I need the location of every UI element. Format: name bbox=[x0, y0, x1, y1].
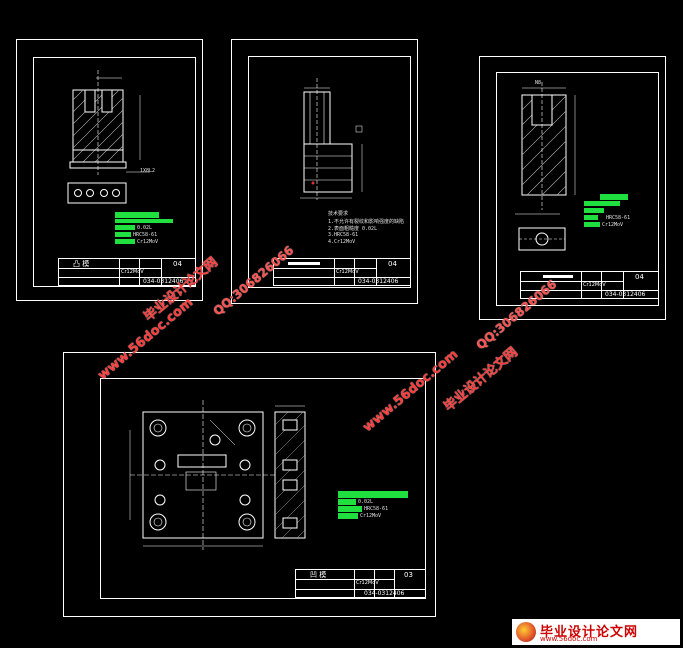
sheet-1-material: Cr12MoV bbox=[121, 269, 144, 275]
sheet-4-highlight-3 bbox=[338, 506, 362, 512]
sheet-1-dimension: 1X8L2 bbox=[140, 168, 156, 174]
sheet-1-sheet-no: 04 bbox=[173, 260, 182, 268]
footer-site-title: 毕业设计论文网 bbox=[540, 625, 639, 640]
drawing-frame-1 bbox=[33, 57, 196, 287]
sheet-2-sheet-no: 04 bbox=[388, 260, 397, 268]
sheet-1-note-3: Cr12MoV bbox=[137, 239, 159, 245]
sheet-4-note-2: HRC58-61 bbox=[364, 506, 389, 512]
sheet-2-note-2: 2.表面粗糙度 0.02L bbox=[328, 226, 378, 232]
sheet-4-highlight-4 bbox=[338, 513, 358, 519]
sheet-4-title-block: 凹 模 03 Cr12MoV 034-0312406 bbox=[295, 569, 426, 598]
sheet-1-part-name: 凸 模 bbox=[73, 260, 90, 268]
sheet-3-highlight-1 bbox=[600, 194, 628, 200]
sheet-4-note-3: Cr12MoV bbox=[360, 513, 382, 519]
site-footer-banner: 毕业设计论文网 www.56doc.com bbox=[512, 619, 680, 645]
sheet-1-note-2: HRC58-61 bbox=[133, 232, 158, 238]
sheet-4-highlight-2 bbox=[338, 499, 356, 505]
sheet-4-material: Cr12MoV bbox=[356, 580, 379, 586]
sheet-3-note-1: HRC58-61 bbox=[606, 215, 631, 221]
sheet-3-highlight-4 bbox=[584, 215, 598, 220]
sheet-4-note-1: 0.02L bbox=[358, 499, 374, 505]
sheet-1-title-block: 凸 模 04 Cr12MoV 034-0312406 bbox=[58, 258, 196, 286]
drawing-sheet-2 bbox=[231, 39, 418, 304]
drawing-frame-4 bbox=[100, 378, 426, 599]
drawing-sheet-4 bbox=[63, 352, 436, 617]
sheet-1-highlight-3 bbox=[115, 225, 135, 230]
sheet-1-drawing-no: 034-0312406 bbox=[143, 278, 184, 285]
sheet-2-note-3: 3.HRC58-61 bbox=[328, 232, 359, 238]
drawing-frame-3 bbox=[496, 72, 659, 306]
sheet-1-highlight-5 bbox=[115, 239, 135, 244]
sheet-2-drawing-no: 034-0312406 bbox=[358, 278, 399, 285]
sheet-1-note-1: 0.02L bbox=[137, 225, 153, 231]
sheet-2-material: Cr12MoV bbox=[336, 269, 359, 275]
footer-site-url: www.56doc.com bbox=[540, 635, 598, 643]
sheet-3-sheet-no: 04 bbox=[635, 273, 644, 281]
sheet-3-highlight-3 bbox=[584, 208, 604, 213]
sheet-4-part-name: 凹 模 bbox=[310, 571, 327, 579]
drawing-sheet-1 bbox=[16, 39, 203, 301]
sheet-2-note-4: 4.Cr12MoV bbox=[328, 239, 356, 245]
drawing-sheet-3 bbox=[479, 56, 666, 320]
sheet-4-highlight-1 bbox=[338, 491, 408, 498]
sheet-3-highlight-2 bbox=[584, 201, 620, 206]
drawing-frame-2 bbox=[248, 56, 411, 288]
sheet-4-sheet-no: 03 bbox=[404, 571, 413, 579]
sheet-3-top-dimension: N8 bbox=[535, 80, 542, 86]
sheet-3-title-block: 04 Cr12MoV 034-0312406 bbox=[520, 271, 659, 299]
sheet-3-material: Cr12MoV bbox=[583, 282, 606, 288]
sheet-1-highlight-1 bbox=[115, 212, 159, 218]
sheet-3-highlight-5 bbox=[584, 222, 600, 227]
sheet-4-drawing-no: 034-0312406 bbox=[364, 590, 405, 597]
sheet-2-notes-title: 技术要求 bbox=[328, 211, 349, 217]
sheet-2-title-block: 04 Cr12MoV 034-0312406 bbox=[273, 258, 411, 286]
sheet-3-drawing-no: 034-0312406 bbox=[605, 291, 646, 298]
sheet-2-note-1: 1.不允许有裂纹和影响强度的缺陷 bbox=[328, 219, 405, 225]
sheet-3-note-2: Cr12MoV bbox=[602, 222, 624, 228]
sheet-1-highlight-4 bbox=[115, 232, 131, 237]
sheet-1-highlight-2 bbox=[115, 219, 173, 223]
site-logo-icon bbox=[516, 622, 536, 642]
